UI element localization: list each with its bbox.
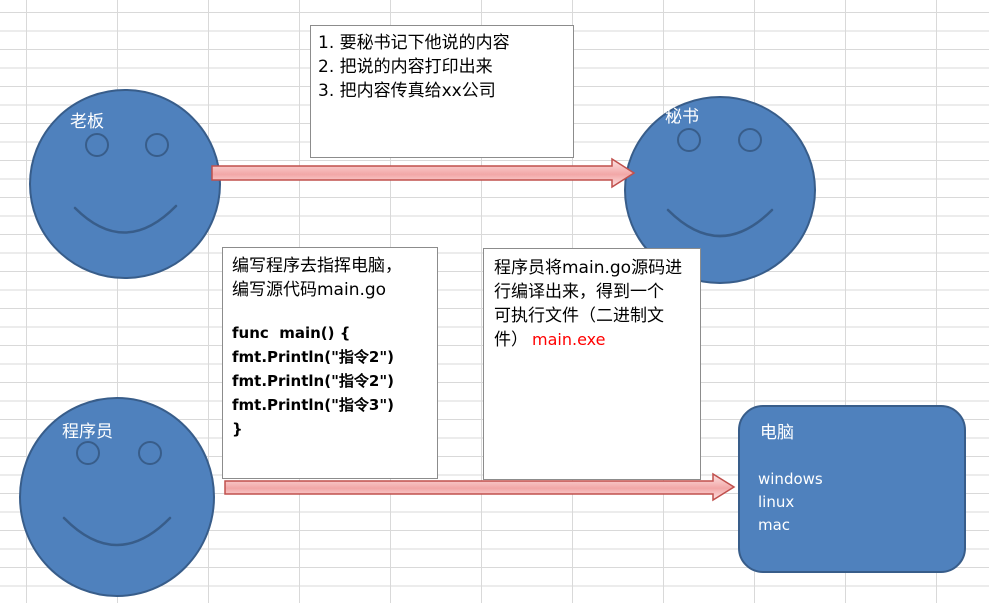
boss-instructions-note: 1. 要秘书记下他说的内容 2. 把说的内容打印出来 3. 把内容传真给xx公司 xyxy=(310,25,574,158)
programmer-label: 程序员 xyxy=(62,422,113,442)
compile-step-line-text: 件） xyxy=(494,330,528,350)
code-line: } xyxy=(232,420,243,438)
secretary-face-head xyxy=(624,96,816,284)
code-line: func main() { xyxy=(232,324,351,342)
compile-step-line: 可执行文件（二进制文 xyxy=(494,306,664,326)
programmer-face-head xyxy=(19,397,215,597)
code-line: fmt.Println("指令2") xyxy=(232,348,395,366)
programmer-face-right-eye xyxy=(138,441,162,465)
boss-instruction-item: 1. 要秘书记下他说的内容 xyxy=(318,33,510,53)
programmer-task-intro-line: 编写程序去指挥电脑， xyxy=(232,256,402,276)
boss-face-head xyxy=(29,89,221,279)
code-line: fmt.Println("指令2") xyxy=(232,372,395,390)
code-snippet: func main() { fmt.Println("指令2") fmt.Pri… xyxy=(232,321,437,441)
secretary-face-smile xyxy=(666,208,774,238)
computer-box-shape xyxy=(738,405,966,573)
boss-face-right-eye xyxy=(145,133,169,157)
computer-box: 电脑 windows linux mac xyxy=(738,405,966,573)
compile-step-line: 件）main.exe xyxy=(494,328,700,352)
boss-instruction-item: 3. 把内容传真给xx公司 xyxy=(318,81,496,101)
boss-face-smile xyxy=(73,204,178,234)
programmer-face: 程序员 xyxy=(19,397,215,597)
programmer-to-computer-arrow xyxy=(224,472,736,502)
programmer-task-note: 编写程序去指挥电脑， 编写源代码main.go func main() { fm… xyxy=(222,247,438,479)
boss-to-secretary-arrow xyxy=(211,157,636,189)
secretary-face-right-eye xyxy=(738,128,762,152)
secretary-face-left-eye xyxy=(677,128,701,152)
code-line: fmt.Println("指令3") xyxy=(232,396,395,414)
platform-mac: mac xyxy=(758,516,790,534)
compile-step-line: 程序员将main.go源码进 xyxy=(494,258,683,278)
computer-title: 电脑 xyxy=(760,423,794,443)
boss-instruction-item: 2. 把说的内容打印出来 xyxy=(318,57,493,77)
compile-step-note: 程序员将main.go源码进 行编译出来，得到一个 可执行文件（二进制文 件）m… xyxy=(483,248,701,480)
secretary-face: 秘书 xyxy=(624,96,816,284)
programmer-face-smile xyxy=(62,516,172,547)
compile-step-line: 行编译出来，得到一个 xyxy=(494,282,664,302)
secretary-label: 秘书 xyxy=(665,107,699,127)
platform-windows: windows xyxy=(758,470,823,488)
boss-face-left-eye xyxy=(85,133,109,157)
programmer-task-intro-line: 编写源代码main.go xyxy=(232,280,387,300)
output-file-name: main.exe xyxy=(532,330,606,349)
boss-face: 老板 xyxy=(29,89,221,279)
platform-linux: linux xyxy=(758,493,794,511)
programmer-face-left-eye xyxy=(76,441,100,465)
boss-label: 老板 xyxy=(70,112,104,132)
